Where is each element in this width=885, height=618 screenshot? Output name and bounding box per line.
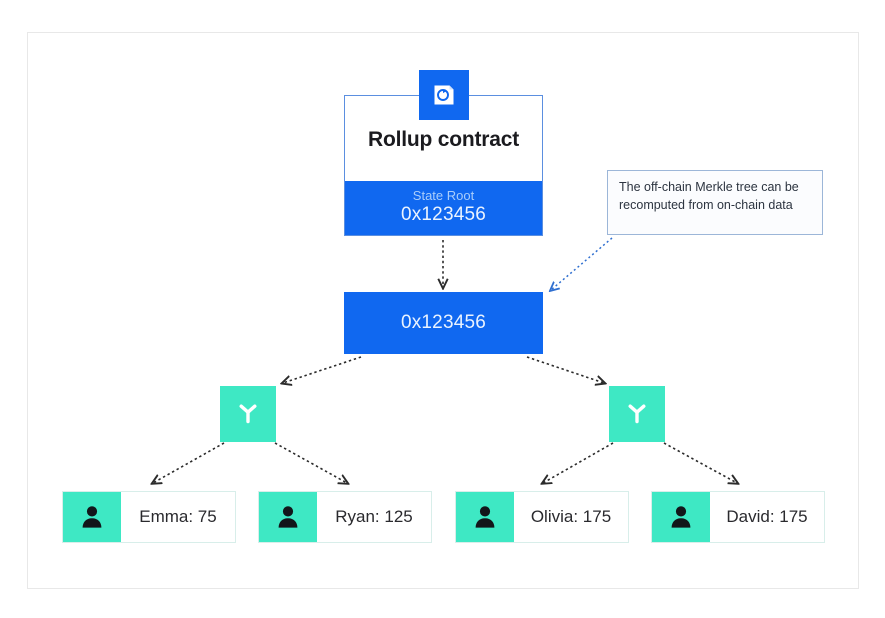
merkle-root-value: 0x123456 [400,312,487,333]
leaf-label-emma: Emma: 75 [139,507,217,526]
person-icon [63,492,121,542]
leaf-node-ryan[interactable]: Ryan: 125 [258,491,432,543]
person-icon [652,492,710,542]
leaf-node-olivia[interactable]: Olivia: 175 [455,491,629,543]
merkle-branch-icon [628,404,646,424]
annotation-callout: The off-chain Merkle tree can be recompu… [607,170,823,235]
state-root-value: 0x123456 [400,204,487,226]
annotation-text: The off-chain Merkle tree can be recompu… [619,180,799,212]
rollup-contract-title: Rollup contract [367,128,519,151]
leaf-label-david: David: 175 [726,507,808,526]
merkle-branch-node-right[interactable] [609,386,665,442]
person-icon [259,492,317,542]
rollup-contract-card[interactable]: Rollup contract State Root 0x123456 [344,95,543,236]
state-root-label: State Root [412,188,475,204]
merkle-branch-icon [239,404,257,424]
state-root-panel: State Root 0x123456 [345,181,542,235]
person-icon [456,492,514,542]
leaf-label-olivia: Olivia: 175 [530,507,612,526]
rollup-document-refresh-icon [419,70,469,120]
merkle-root-node[interactable]: 0x123456 [344,292,543,354]
merkle-branch-node-left[interactable] [220,386,276,442]
leaf-node-emma[interactable]: Emma: 75 [62,491,236,543]
leaf-node-david[interactable]: David: 175 [651,491,825,543]
leaf-label-ryan: Ryan: 125 [335,507,413,526]
